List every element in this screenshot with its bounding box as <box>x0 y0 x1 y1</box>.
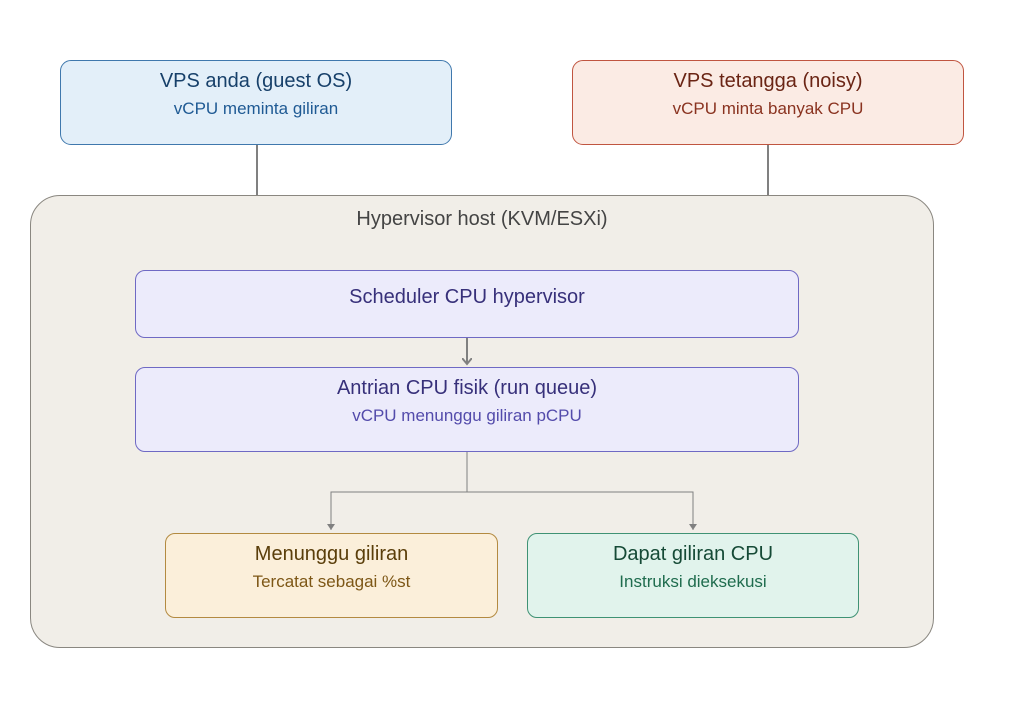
neighbor-vps-title: VPS tetangga (noisy) <box>673 70 863 92</box>
guest-vps-box: VPS anda (guest OS) vCPU meminta giliran <box>60 60 452 145</box>
run-queue-title: Antrian CPU fisik (run queue) <box>336 377 598 399</box>
run-queue-box: Antrian CPU fisik (run queue) vCPU menun… <box>135 367 799 452</box>
scheduler-box: Scheduler CPU hypervisor <box>135 270 799 338</box>
running-subtitle: Instruksi dieksekusi <box>619 572 767 591</box>
running-title: Dapat giliran CPU <box>612 543 774 565</box>
scheduler-title: Scheduler CPU hypervisor <box>349 286 585 308</box>
running-box: Dapat giliran CPU Instruksi dieksekusi <box>527 533 859 618</box>
neighbor-vps-subtitle: vCPU minta banyak CPU <box>672 99 864 118</box>
guest-vps-subtitle: vCPU meminta giliran <box>173 99 339 118</box>
neighbor-vps-box: VPS tetangga (noisy) vCPU minta banyak C… <box>572 60 964 145</box>
waiting-box: Menunggu giliran Tercatat sebagai %st <box>165 533 498 618</box>
guest-vps-title: VPS anda (guest OS) <box>159 70 353 92</box>
waiting-subtitle: Tercatat sebagai %st <box>252 572 411 591</box>
run-queue-subtitle: vCPU menunggu giliran pCPU <box>352 406 582 425</box>
queue-branch-connector <box>327 452 468 530</box>
waiting-title: Menunggu giliran <box>254 543 409 565</box>
hypervisor-host-title: Hypervisor host (KVM/ESXi) <box>356 208 608 230</box>
queue-branch-connector-right <box>467 491 697 530</box>
